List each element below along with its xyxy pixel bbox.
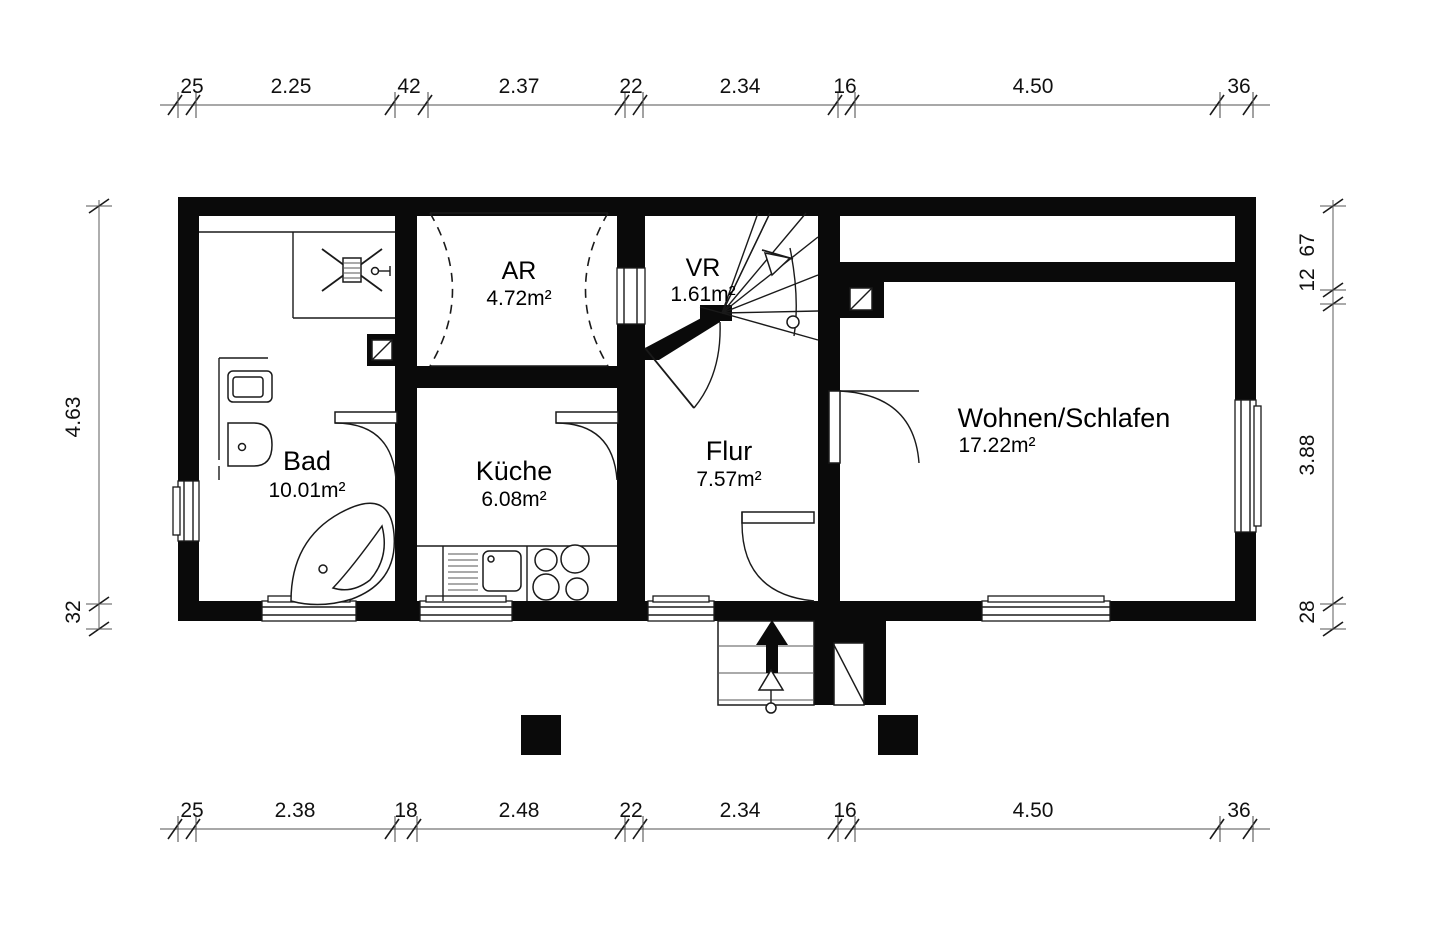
wall-niche-wohnen xyxy=(849,287,873,311)
room-bad: Bad 10.01m² xyxy=(199,231,398,606)
dim-bottom-0: 25 xyxy=(180,799,203,822)
dim-top-3: 2.37 xyxy=(499,75,540,98)
dim-right-1: 67 xyxy=(1296,233,1319,256)
window-bad-left xyxy=(172,480,200,542)
dim-top-7: 4.50 xyxy=(1013,75,1054,98)
dim-top-8: 36 xyxy=(1227,75,1250,98)
dim-right-0: 12 xyxy=(1296,268,1319,291)
dim-top-1: 2.25 xyxy=(271,75,312,98)
room-wohnen-schlafen: Wohnen/Schlafen 17.22m² xyxy=(828,287,1171,464)
dim-right-3: 28 xyxy=(1296,600,1319,623)
dimension-line-left: 4.63 32 xyxy=(62,198,112,637)
window-kueche-bottom xyxy=(419,595,513,622)
dim-bottom-6: 16 xyxy=(833,799,856,822)
room-kueche: Küche 6.08m² xyxy=(417,411,619,601)
wall-niche-bad xyxy=(371,339,393,361)
dimension-line-bottom: 25 2.38 18 2.48 22 2.34 16 4.50 36 xyxy=(160,799,1270,842)
dim-bottom-8: 36 xyxy=(1227,799,1250,822)
dim-top-0: 25 xyxy=(180,75,203,98)
room-label-ar-name: AR xyxy=(502,257,537,285)
room-label-bad-name: Bad xyxy=(283,446,331,476)
dim-bottom-4: 22 xyxy=(619,799,642,822)
dim-bottom-5: 2.34 xyxy=(720,799,761,822)
exterior-posts xyxy=(521,715,918,755)
room-label-wohnen-name: Wohnen/Schlafen xyxy=(958,403,1171,433)
dim-top-4: 22 xyxy=(619,75,642,98)
corner-bathtub-fixture xyxy=(290,502,396,606)
room-label-kueche-area: 6.08m² xyxy=(481,488,546,511)
room-label-flur-name: Flur xyxy=(706,436,753,466)
dimension-line-top: 25 2.25 42 2.37 22 2.34 16 4.50 36 xyxy=(160,75,1270,118)
post-right xyxy=(878,715,918,755)
room-label-kueche-name: Küche xyxy=(476,456,553,486)
dimension-line-right: 12 67 3.88 28 xyxy=(1296,198,1346,637)
dim-bottom-1: 2.38 xyxy=(275,799,316,822)
chimney-shaft xyxy=(833,642,865,706)
door-kueche xyxy=(555,411,619,481)
dim-bottom-3: 2.48 xyxy=(499,799,540,822)
door-flur-entry xyxy=(741,511,815,602)
shower-tray-fixture xyxy=(199,231,395,319)
room-flur: Flur 7.57m² xyxy=(644,321,865,714)
window-flur-bottom xyxy=(647,595,715,622)
room-label-bad-area: 10.01m² xyxy=(268,479,345,502)
dim-right-2: 3.88 xyxy=(1296,435,1319,476)
door-wohnen xyxy=(828,390,920,464)
windows xyxy=(172,267,1262,622)
room-label-flur-area: 7.57m² xyxy=(696,468,761,491)
window-wohnen-bottom xyxy=(981,595,1111,622)
window-wohnen-right xyxy=(1234,399,1262,533)
dim-top-5: 2.34 xyxy=(720,75,761,98)
door-bad xyxy=(334,411,398,481)
post-left xyxy=(521,715,561,755)
door-vr-flur xyxy=(644,321,721,409)
room-label-vr-area: 1.61m² xyxy=(670,283,735,306)
dim-bottom-2: 18 xyxy=(394,799,417,822)
room-label-ar-area: 4.72m² xyxy=(486,287,551,310)
dim-bottom-7: 4.50 xyxy=(1013,799,1054,822)
sink-basin-fixture xyxy=(218,422,273,480)
dim-top-6: 16 xyxy=(833,75,856,98)
room-label-vr-name: VR xyxy=(686,254,721,282)
dim-left-0: 4.63 xyxy=(62,397,85,438)
room-label-wohnen-area: 17.22m² xyxy=(958,434,1035,457)
dim-top-2: 42 xyxy=(397,75,420,98)
entry-steps xyxy=(717,620,815,714)
kitchen-counter xyxy=(417,544,617,601)
window-ar-right xyxy=(616,267,646,325)
toilet-fixture xyxy=(218,357,273,460)
dim-left-1: 32 xyxy=(62,600,85,623)
winder-staircase xyxy=(699,212,819,341)
room-ar: AR 4.72m² xyxy=(429,212,609,367)
room-vr: VR 1.61m² xyxy=(670,212,819,341)
